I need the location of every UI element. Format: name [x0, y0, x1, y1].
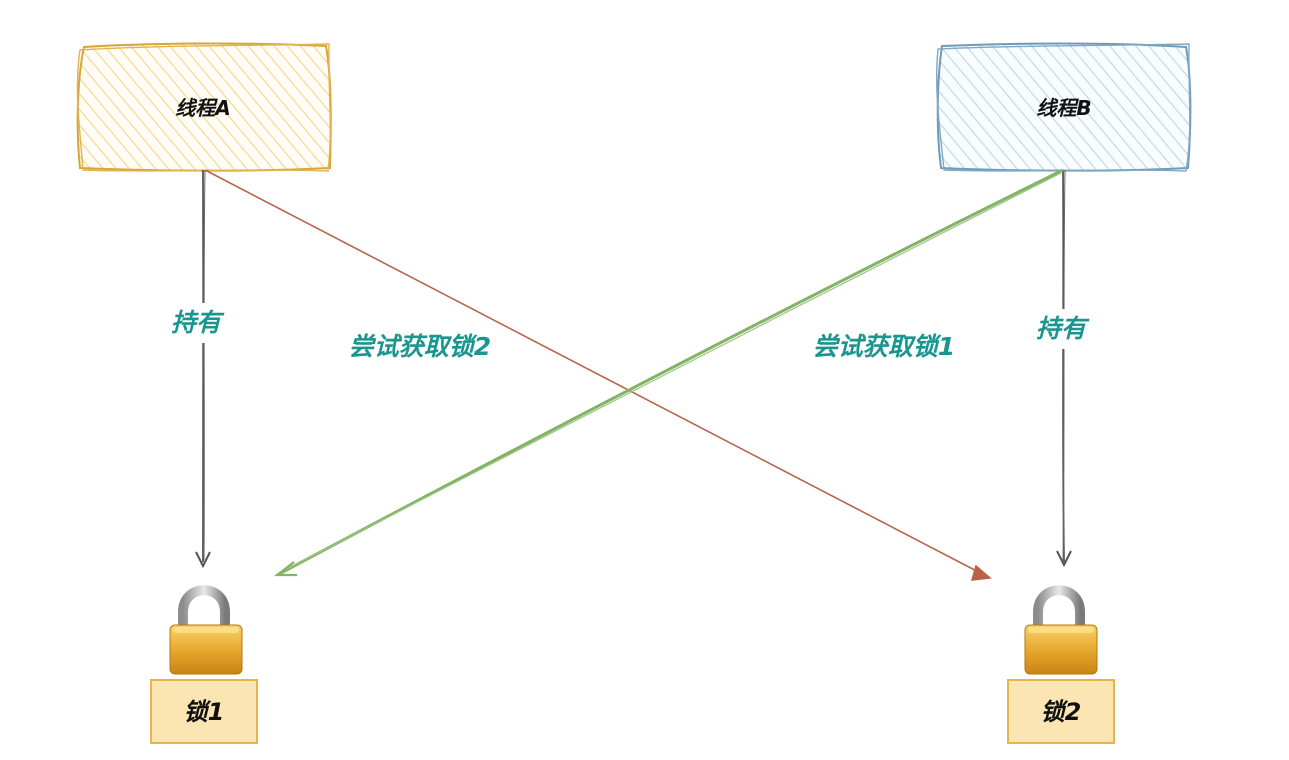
- edge-label-a-tries: 尝试获取锁2: [349, 332, 491, 361]
- lock2-label: 锁2: [1041, 698, 1082, 726]
- edge-thread-a-holds-lock1: 持有: [163, 169, 229, 569]
- lock2-node: 锁2: [1007, 585, 1115, 744]
- arrowhead-icon: [970, 564, 992, 581]
- lock1-node: 锁1: [150, 585, 258, 744]
- thread-a-label: 线程A: [175, 96, 230, 120]
- arrowhead-icon: [273, 561, 297, 577]
- edge-thread-b-holds-lock2: 持有: [1028, 169, 1094, 568]
- padlock-icon: [1024, 585, 1098, 675]
- thread-a-node: 线程A: [76, 42, 332, 172]
- lock1-label: 锁1: [184, 698, 225, 726]
- thread-b-node: 线程B: [935, 42, 1192, 172]
- thread-b-label: 线程B: [1036, 96, 1091, 120]
- edge-thread-b-tries-lock1: 尝试获取锁1: [273, 168, 1064, 577]
- edge-label-a-holds: 持有: [171, 308, 225, 337]
- edge-label-b-tries: 尝试获取锁1: [813, 332, 955, 361]
- arrowhead-icon: [1056, 550, 1072, 568]
- edge-label-b-holds: 持有: [1036, 314, 1090, 343]
- edge-thread-a-tries-lock2: 尝试获取锁2: [204, 169, 992, 581]
- padlock-icon: [169, 585, 243, 675]
- lock1-label-box: [150, 679, 258, 744]
- lock2-label-box: [1007, 679, 1115, 744]
- arrowhead-icon: [195, 551, 211, 569]
